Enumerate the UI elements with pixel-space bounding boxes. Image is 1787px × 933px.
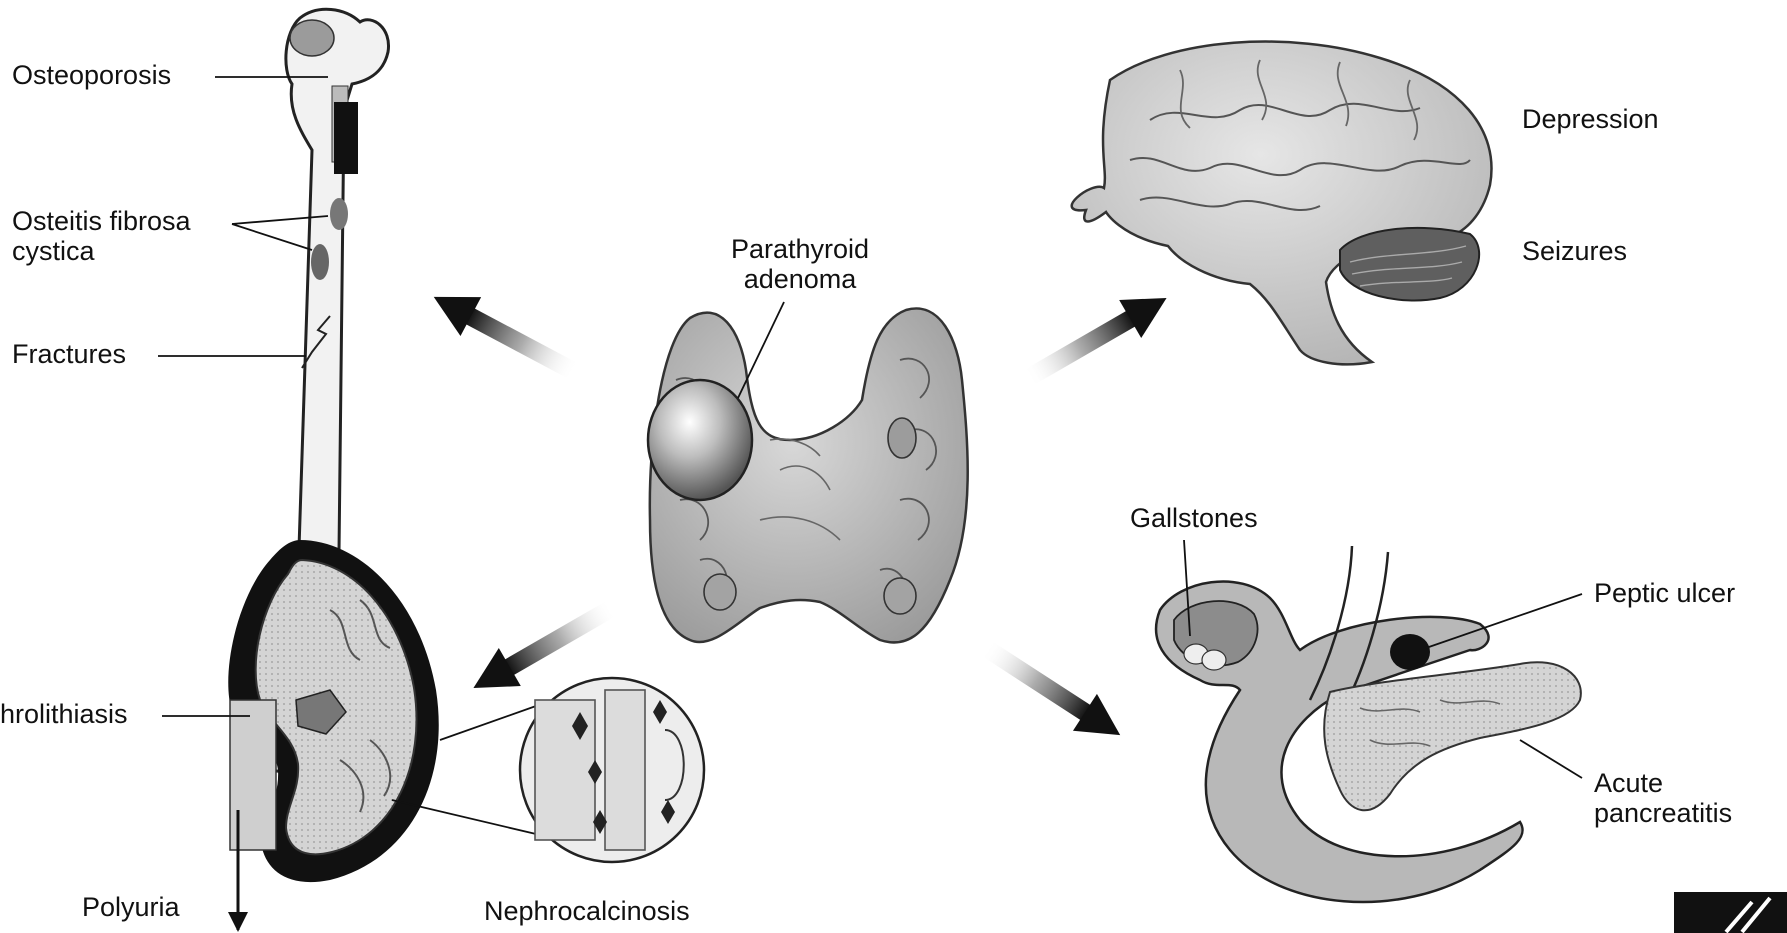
label-osteoporosis: Osteoporosis xyxy=(12,60,171,90)
label-nephrocalcinosis: Nephrocalcinosis xyxy=(484,896,690,926)
label-fractures: Fractures xyxy=(12,339,126,369)
corner-badge-icon xyxy=(1674,892,1787,933)
kidney-illustration xyxy=(228,540,439,932)
label-nephrolithiasis: hrolithiasis xyxy=(0,699,128,729)
nephrocalcinosis-magnified-view xyxy=(520,678,704,862)
label-osteitis-line1: Osteitis fibrosa xyxy=(12,206,191,236)
label-polyuria: Polyuria xyxy=(82,892,180,922)
label-osteitis-line2: cystica xyxy=(12,236,191,266)
arrow-to-bone xyxy=(423,277,585,391)
label-adenoma-line1: Parathyroid xyxy=(700,234,900,264)
thyroid-gland-illustration xyxy=(648,308,968,642)
adenoma-leader-line xyxy=(738,302,784,398)
label-depression: Depression xyxy=(1522,104,1659,134)
arrow-to-brain xyxy=(1017,279,1178,397)
label-gallstones: Gallstones xyxy=(1130,503,1258,533)
label-peptic-ulcer: Peptic ulcer xyxy=(1594,578,1735,608)
label-parathyroid-adenoma: Parathyroid adenoma xyxy=(700,234,900,294)
arrow-to-gi xyxy=(974,630,1132,754)
label-osteitis-fibrosa-cystica: Osteitis fibrosa cystica xyxy=(12,206,191,266)
label-acute-pancreatitis: Acute pancreatitis xyxy=(1594,768,1732,828)
label-seizures: Seizures xyxy=(1522,236,1627,266)
gi-tract-illustration xyxy=(1156,546,1581,902)
label-pancreatitis-line1: Acute xyxy=(1594,768,1732,798)
label-pancreatitis-line2: pancreatitis xyxy=(1594,798,1732,828)
label-adenoma-line2: adenoma xyxy=(700,264,900,294)
